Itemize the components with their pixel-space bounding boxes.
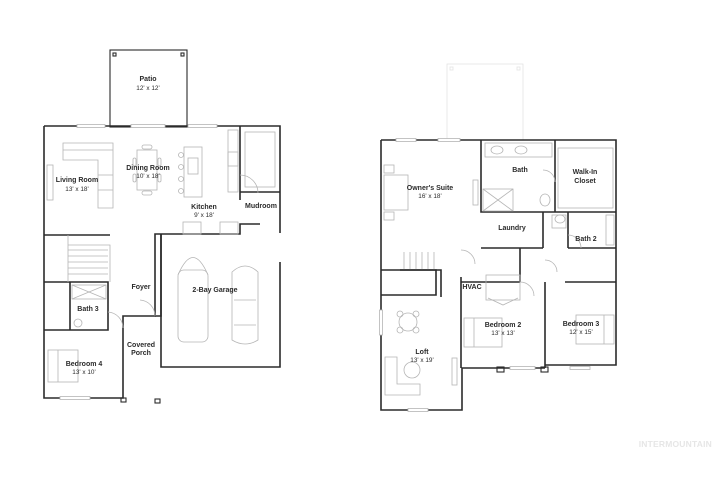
room-label-dining-room: Dining Room — [126, 165, 170, 172]
intermountain-watermark: INTERMOUNTAIN — [638, 439, 712, 449]
room-label-owners-suite: Owner's Suite — [407, 185, 454, 192]
room-label-hvac: HVAC — [462, 284, 481, 291]
bed-icon — [47, 349, 79, 383]
bed-icon — [463, 314, 615, 348]
room-label-kitchen: Kitchen — [191, 204, 217, 211]
room-label-covered-porch-line2: Porch — [131, 350, 151, 357]
dining-table-icon — [132, 144, 162, 196]
bath3-wall — [44, 281, 109, 331]
garage-wall — [160, 234, 281, 368]
room-label-laundry: Laundry — [498, 225, 526, 232]
bath2-wall — [567, 212, 616, 249]
main-floor-plan: Patio 12' x 12' Living Room 13' x 18' Di… — [43, 49, 281, 404]
bedroom-divider-wall — [460, 277, 546, 368]
sofa-icon — [46, 142, 114, 209]
room-label-living-room: Living Room — [56, 177, 98, 184]
stair-wall — [381, 269, 442, 297]
room-label-walk-in-closet: Walk-In — [573, 169, 598, 176]
room-label-bath: Bath — [512, 167, 528, 174]
room-size-bedroom-3: 12' x 15' — [569, 329, 592, 336]
room-label-garage: 2-Bay Garage — [192, 287, 237, 294]
bath-wall — [480, 140, 616, 213]
room-size-bedroom-4: 13' x 10' — [72, 369, 95, 376]
room-label-bedroom-2: Bedroom 2 — [485, 322, 522, 329]
room-label-mudroom: Mudroom — [245, 203, 277, 210]
kitchen-island-icon — [178, 129, 276, 235]
room-label-patio: Patio — [139, 76, 156, 83]
foyer-wall — [155, 234, 162, 317]
upper-floor-plan: Owner's Suite 16' x 18' Bath Walk-In Clo… — [379, 63, 617, 412]
room-label-bath-3: Bath 3 — [77, 306, 99, 313]
mudroom-wall — [239, 126, 280, 200]
room-size-living-room: 13' x 18' — [65, 186, 88, 193]
laundry-wall — [481, 212, 544, 282]
room-size-loft: 13' x 19' — [410, 357, 433, 364]
car-icon — [177, 257, 259, 345]
room-label-bath-2: Bath 2 — [575, 236, 597, 243]
room-label-foyer: Foyer — [131, 284, 150, 291]
room-label-walk-in-closet-line2: Closet — [574, 178, 596, 185]
room-size-owners-suite: 16' x 18' — [418, 193, 441, 200]
room-size-patio: 12' x 12' — [136, 85, 159, 92]
room-label-bedroom-3: Bedroom 3 — [563, 321, 600, 328]
room-label-loft: Loft — [415, 349, 429, 356]
room-size-bedroom-2: 13' x 13' — [491, 330, 514, 337]
room-size-kitchen: 9' x 18' — [194, 212, 214, 219]
room-label-covered-porch: Covered — [127, 342, 155, 349]
bed-icon — [383, 164, 409, 221]
room-size-dining-room: 10' x 18' — [136, 173, 159, 180]
table-icon — [384, 310, 458, 396]
room-label-bedroom-4: Bedroom 4 — [66, 361, 103, 368]
